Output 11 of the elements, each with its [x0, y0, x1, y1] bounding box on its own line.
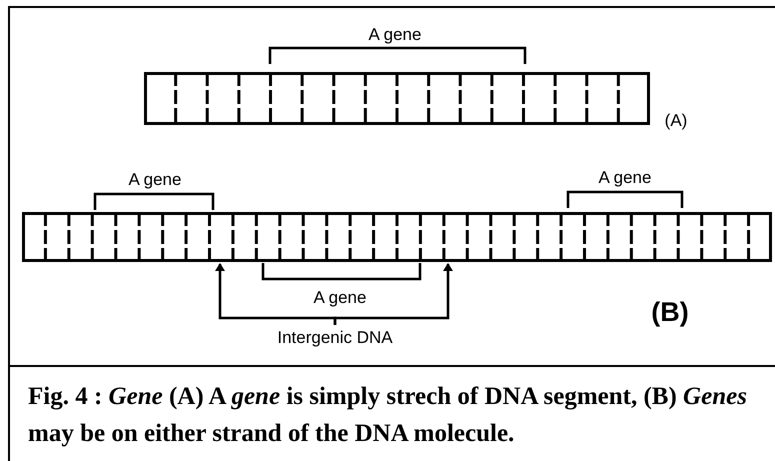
text-label: (B) [650, 296, 690, 329]
text-label: A gene [598, 167, 652, 189]
text-label: A gene [368, 24, 422, 46]
text-label: A gene [312, 287, 368, 309]
dna-strand [22, 212, 772, 262]
text-label: A gene [128, 169, 182, 191]
dna-strand [144, 72, 650, 125]
leader-arrow [334, 263, 453, 325]
node-label: Intergenic DNA [240, 325, 430, 351]
text-label: (A) [664, 110, 688, 132]
figure-caption: Fig. 4 : Gene (A) A gene is simply strech of DNA segment, (B) Genes may be on either strand of the DNA molecule. [28, 382, 748, 449]
